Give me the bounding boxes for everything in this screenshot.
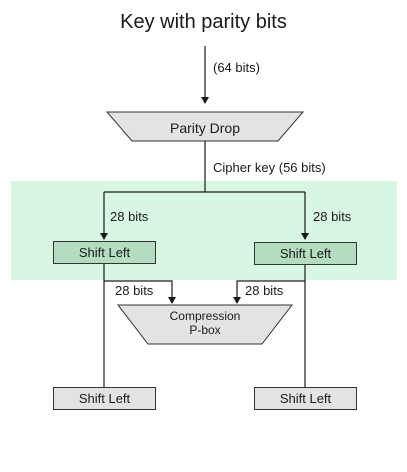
compression-label: Compression P-box	[118, 309, 292, 337]
shift-left-label: Shift Left	[279, 391, 332, 406]
shift-left-box-top-right: Shift Left	[254, 242, 357, 265]
shift-left-label: Shift Left	[78, 391, 131, 406]
compression-shape	[116, 304, 294, 345]
left-to-compression	[104, 280, 176, 304]
parity-drop-label: Parity Drop	[169, 120, 241, 136]
right-split-bits-label: 28 bits	[313, 209, 352, 224]
compression-label-line2: P-box	[189, 323, 221, 337]
shift-left-box-bottom-left: Shift Left	[53, 387, 156, 410]
compression-label-line1: Compression	[169, 309, 241, 323]
to-compression-left-label: 28 bits	[115, 283, 154, 298]
shift-left-box-bottom-right: Shift Left	[254, 387, 357, 410]
shift-left-box-top-left: Shift Left	[53, 241, 156, 264]
input-bits-label: (64 bits)	[213, 60, 260, 75]
left-split-bits-label: 28 bits	[110, 209, 149, 224]
diagram-title: Key with parity bits	[120, 11, 287, 33]
right-to-compression	[233, 280, 305, 304]
cipher-key-label: Cipher key (56 bits)	[213, 160, 326, 175]
shift-left-label: Shift Left	[78, 245, 131, 260]
parity-drop-shape	[105, 111, 305, 142]
shift-left-label: Shift Left	[279, 246, 332, 261]
to-compression-right-label: 28 bits	[245, 283, 284, 298]
